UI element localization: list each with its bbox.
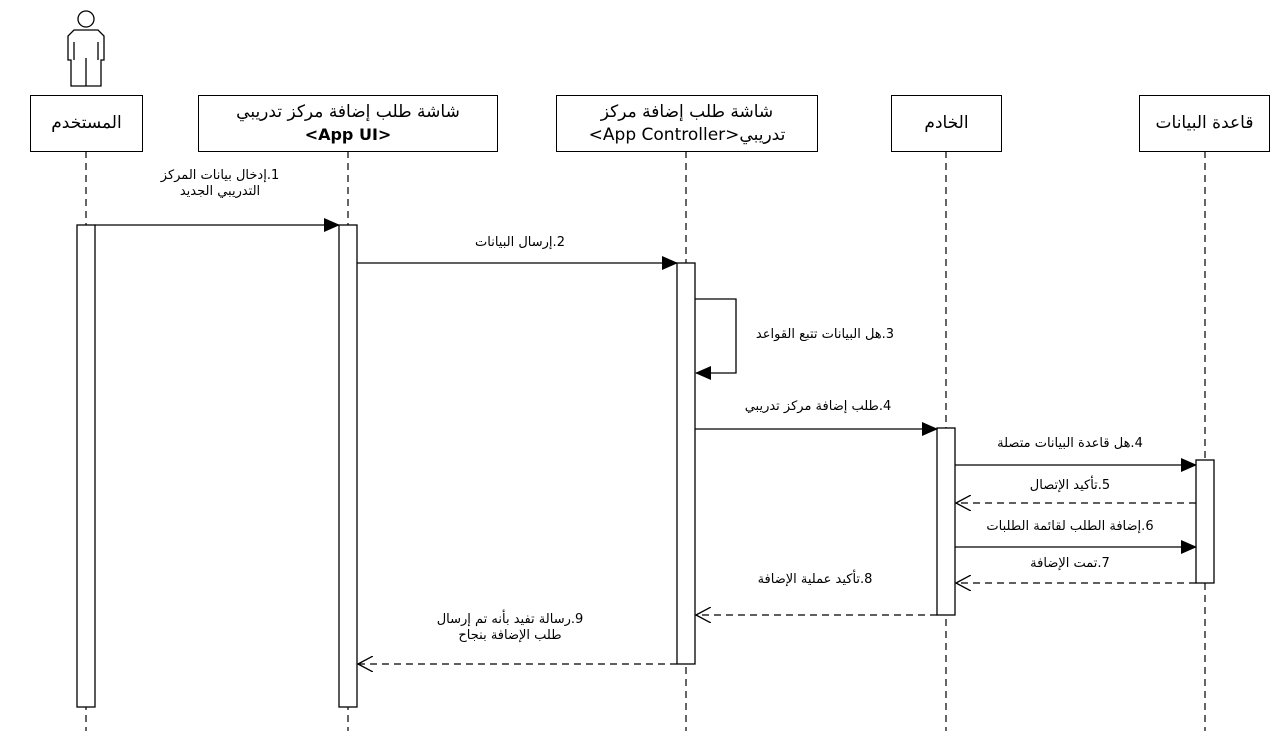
participant-ui-stereotype: <App UI>	[304, 125, 392, 145]
activation-server	[936, 427, 956, 616]
message-label-9-line1: 9.رسالة تفيد بأنه تم إرسال	[436, 612, 584, 627]
message-label-1: 1.إدخال بيانات المركز التدريبي الجديد	[120, 168, 320, 201]
message-label-1-line1: 1.إدخال بيانات المركز	[160, 168, 280, 183]
participant-controller: شاشة طلب إضافة مركز تدريبي<App Controlle…	[556, 95, 818, 152]
participant-user-name: المستخدم	[51, 113, 122, 134]
activation-user	[76, 224, 96, 708]
message-label-7: 7.تمت الإضافة	[1030, 556, 1110, 571]
message-label-9: 9.رسالة تفيد بأنه تم إرسال طلب الإضافة ب…	[400, 612, 620, 645]
message-label-5: 5.تأكيد الإتصال	[1029, 478, 1111, 493]
participant-user: المستخدم	[30, 95, 143, 152]
message-label-1-line2: التدريبي الجديد	[179, 184, 261, 200]
participant-controller-stereotype: تدريبي<App Controller>	[588, 124, 786, 145]
participant-database: قاعدة البيانات	[1139, 95, 1270, 152]
message-label-4: 4.طلب إضافة مركز تدريبي	[744, 399, 892, 414]
activation-ui	[338, 224, 358, 708]
participant-controller-name: شاشة طلب إضافة مركز	[600, 101, 774, 122]
participant-database-name: قاعدة البيانات	[1155, 113, 1254, 134]
message-label-2: 2.إرسال البيانات	[475, 235, 565, 250]
message-label-9-line2: طلب الإضافة بنجاح	[458, 628, 562, 644]
participant-ui: شاشة طلب إضافة مركز تدريبي <App UI>	[198, 95, 498, 152]
activation-database	[1195, 459, 1215, 584]
message-label-4b: 4.هل قاعدة البيانات متصلة	[997, 436, 1143, 451]
message-label-3: 3.هل البيانات تتبع القواعد	[755, 327, 895, 342]
participant-server: الخادم	[891, 95, 1002, 152]
message-label-6: 6.إضافة الطلب لقائمة الطلبات	[986, 519, 1154, 534]
actor-icon	[67, 10, 105, 87]
activation-controller	[676, 262, 696, 665]
message-arrow-3-self	[695, 298, 737, 380]
participant-server-name: الخادم	[924, 113, 969, 134]
message-label-8: 8.تأكيد عملية الإضافة	[757, 572, 873, 587]
participant-ui-name: شاشة طلب إضافة مركز تدريبي	[236, 102, 460, 123]
